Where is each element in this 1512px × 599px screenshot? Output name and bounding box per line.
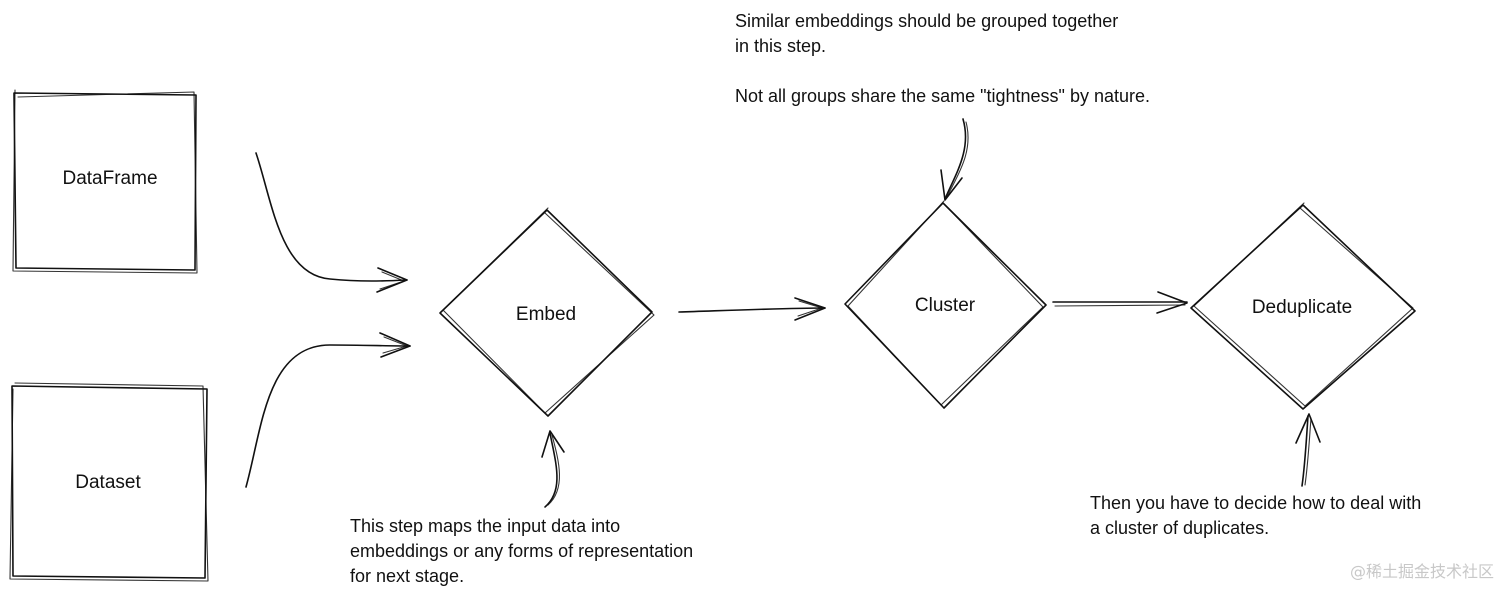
dedup-note-line: Then you have to decide how to deal with: [1090, 493, 1421, 513]
dataset-label: Dataset: [75, 472, 141, 493]
embed-note-line: This step maps the input data into: [350, 516, 620, 536]
cluster-label: Cluster: [915, 295, 976, 316]
arrow-note-to-embed: [541, 430, 565, 508]
dataset-node: Dataset: [9, 382, 209, 582]
arrow-cluster-to-deduplicate: [1052, 291, 1188, 314]
cluster-note: Similar embeddings should be grouped tog…: [735, 11, 1150, 106]
arrow-dataset-to-embed: [245, 332, 411, 488]
arrow-dataframe-to-embed: [255, 152, 408, 293]
embed-label: Embed: [516, 304, 576, 325]
dataframe-label: DataFrame: [62, 168, 157, 189]
cluster-note-line: in this step.: [735, 36, 826, 56]
arrow-note-to-deduplicate: [1295, 413, 1321, 487]
watermark: @稀土掘金技术社区: [1350, 562, 1494, 581]
embed-note: This step maps the input data into embed…: [350, 516, 698, 586]
cluster-node: Cluster: [844, 200, 1047, 409]
cluster-note-line: Not all groups share the same "tightness…: [735, 86, 1150, 106]
cluster-note-line: Similar embeddings should be grouped tog…: [735, 11, 1118, 31]
arrow-note-to-cluster: [940, 118, 969, 201]
dedup-note-line: a cluster of duplicates.: [1090, 518, 1269, 538]
embed-note-line: embeddings or any forms of representatio…: [350, 541, 693, 561]
embed-node: Embed: [439, 207, 655, 417]
deduplicate-node: Deduplicate: [1190, 202, 1416, 410]
deduplicate-label: Deduplicate: [1252, 297, 1352, 318]
arrow-embed-to-cluster: [678, 297, 826, 321]
embed-note-line: for next stage.: [350, 566, 464, 586]
dataframe-node: DataFrame: [12, 89, 198, 274]
dedup-note: Then you have to decide how to deal with…: [1090, 493, 1426, 538]
